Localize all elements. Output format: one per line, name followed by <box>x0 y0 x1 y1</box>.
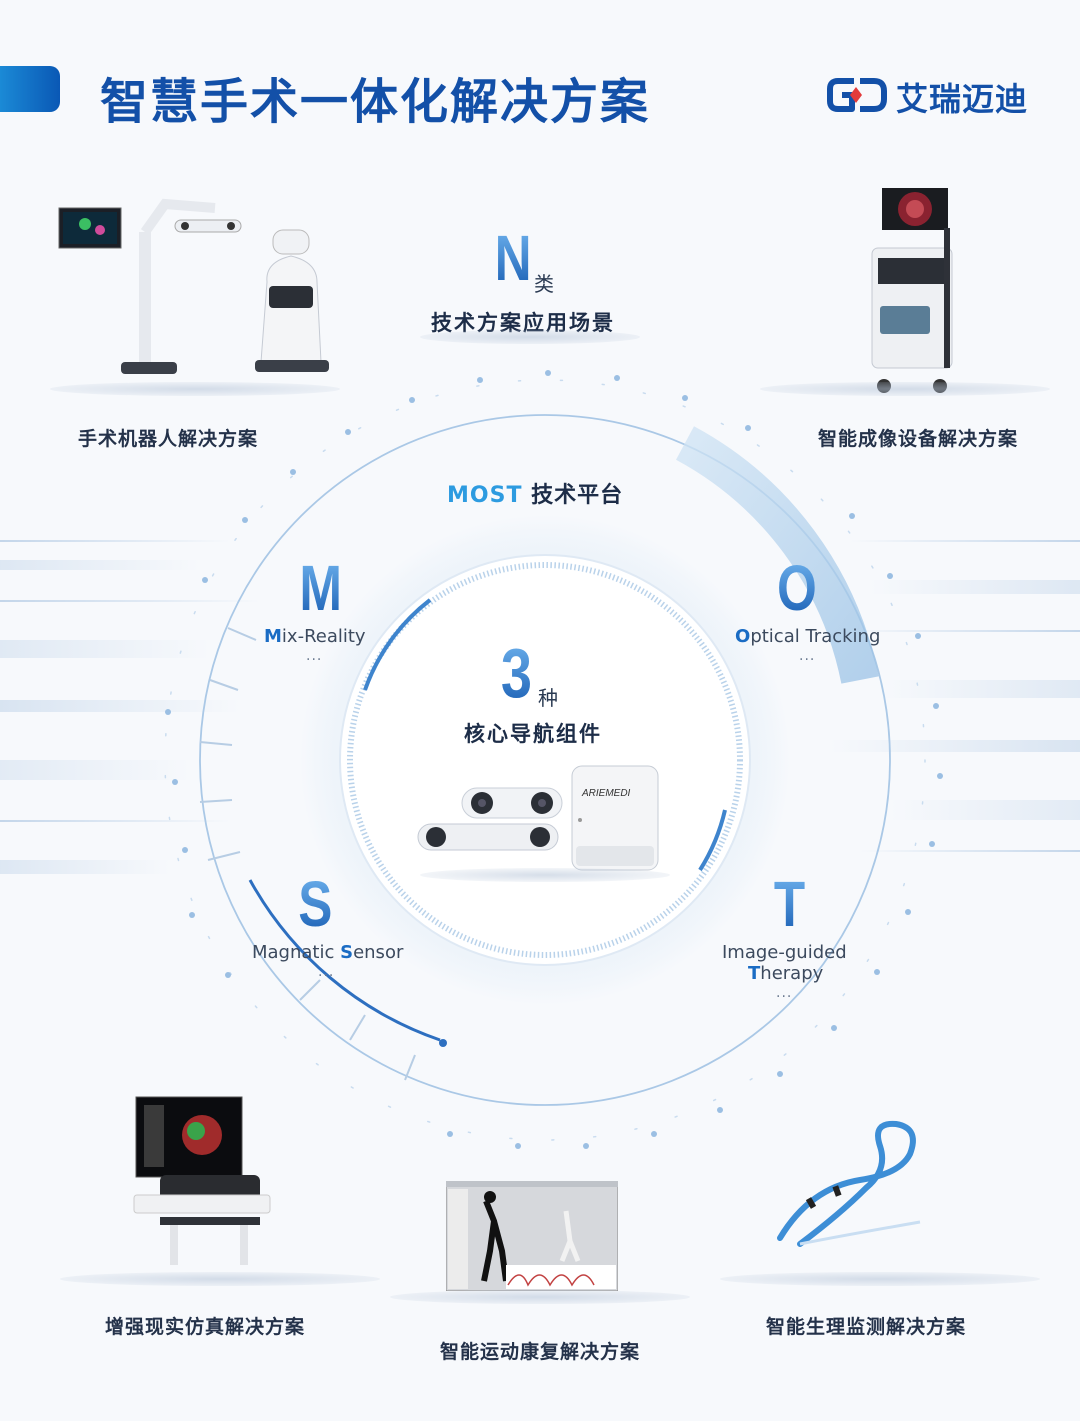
three-digit: 3 <box>500 634 533 712</box>
platform-title: MOST 技术平台 <box>447 477 623 509</box>
component-m: M <box>294 556 347 620</box>
t-letter: T <box>773 868 806 940</box>
m-more: ... <box>306 648 323 664</box>
n-unit: 类 <box>534 272 554 296</box>
imaging-device-image <box>871 188 953 393</box>
solution-imaging: 智能成像设备解决方案 <box>818 428 1019 450</box>
n-number: N <box>490 226 536 290</box>
t-label-line1: Image-guided <box>722 942 847 963</box>
solution-rehab: 智能运动康复解决方案 <box>440 1341 641 1363</box>
solution-robot: 手术机器人解决方案 <box>78 428 259 450</box>
three-unit: 种 <box>538 686 558 710</box>
monitoring-catheter-image <box>777 1120 921 1247</box>
m-letter: M <box>299 552 342 624</box>
tracker-brand-text: ARIEMEDI <box>581 788 631 799</box>
o-more: ... <box>799 648 816 664</box>
o-label: Optical Tracking <box>735 626 881 647</box>
three-number: 3 <box>497 638 536 708</box>
surgical-robot-image <box>58 198 329 374</box>
m-label: Mix-Reality <box>264 626 366 647</box>
t-more: ... <box>776 985 793 1001</box>
solution-monitor: 智能生理监测解决方案 <box>766 1316 967 1338</box>
s-more: ... <box>318 964 335 980</box>
component-s: S <box>294 872 337 936</box>
brand: 艾瑞迈迪 <box>826 74 1028 120</box>
navigation-components-image: ARIEMEDI <box>417 765 659 871</box>
o-letter: O <box>776 552 817 624</box>
platform-suffix: 技术平台 <box>531 483 624 508</box>
solution-ar: 增强现实仿真解决方案 <box>105 1316 306 1338</box>
platform-prefix: MOST <box>447 483 523 508</box>
brand-name: 艾瑞迈迪 <box>896 80 1029 118</box>
component-o: O <box>772 556 822 620</box>
ar-simulation-image <box>133 1096 271 1265</box>
title-accent-bar <box>0 66 60 112</box>
s-letter: S <box>298 868 333 940</box>
component-t: T <box>770 872 809 936</box>
s-label: Magnatic Sensor <box>252 942 404 963</box>
three-caption: 核心导航组件 <box>464 722 602 746</box>
t-label-line2: Therapy <box>748 963 824 984</box>
brand-logo-icon <box>826 75 888 119</box>
rehab-software-image <box>446 1181 618 1291</box>
n-letter: N <box>494 222 532 294</box>
page-title: 智慧手术一体化解决方案 <box>100 74 651 130</box>
